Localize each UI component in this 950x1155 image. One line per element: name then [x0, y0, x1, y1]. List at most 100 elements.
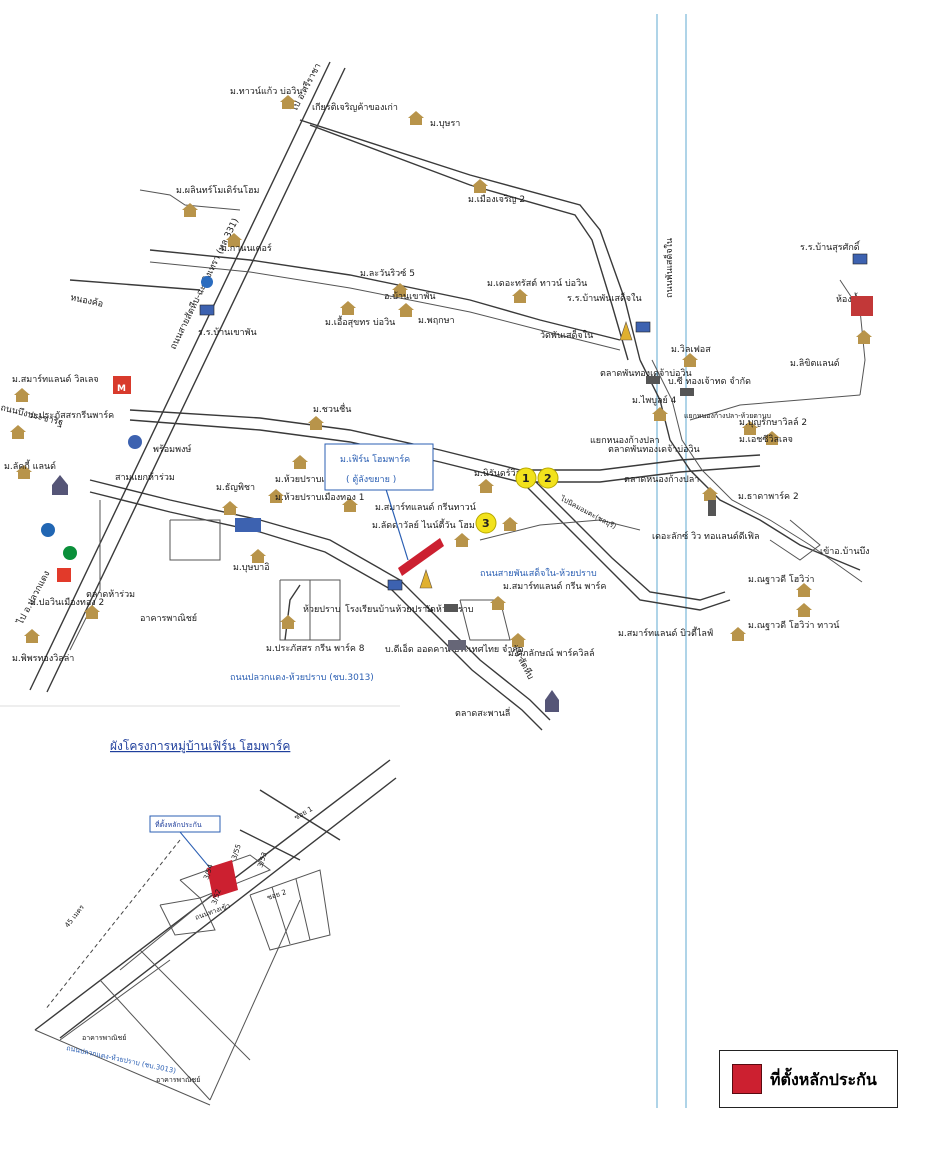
svg-text:2: 2 — [544, 472, 552, 485]
house-icon — [490, 596, 506, 610]
house-icon — [652, 407, 668, 421]
house-icon — [308, 416, 324, 430]
inset-road-label: ถนนปลวกแดง-ห้วยปราบ (ชบ.3013) — [66, 1044, 177, 1075]
inset-small-label: ซอย 2 — [266, 888, 287, 902]
village-label: ม.ลัคกี้ แลนด์ — [4, 459, 56, 472]
place-label: อ.บ้านเขาพัน — [384, 291, 436, 302]
village-label: ม.ห้วยปราบเมืองทอง 1 — [275, 492, 365, 503]
house-icon — [342, 498, 358, 512]
building-icon — [851, 296, 873, 316]
place-label: เกียรติเจริญค้าของเก่า — [312, 102, 398, 113]
house-icon — [478, 479, 494, 493]
village-label: ม.บุษบาอิ — [233, 562, 270, 573]
road-label-phan-north: ถนนพันเสด็จใน — [662, 238, 675, 298]
house-icon — [764, 431, 780, 445]
car-icon — [444, 604, 458, 612]
house-icon — [392, 283, 408, 297]
village-label: ม.ลัดดาวัลย์ ไนน์ตี้วัน โฮม — [372, 518, 475, 531]
village-label: ม.วิลเฟอส — [671, 344, 711, 355]
place-label: โรงเรียนบ้านห้วยปราบ — [345, 604, 433, 615]
village-label: ม.ปอวินเมืองทอง 2 — [30, 597, 104, 608]
inset-map: ผังโครงการหมู่บ้านเฟิร์น โฮมพาร์ค ที่ตั้… — [0, 705, 400, 1106]
legend-label: ที่ตั้งหลักประกัน — [770, 1070, 877, 1089]
village-label: ม.เอื้อสุขทร บ่อวิน — [325, 315, 395, 328]
village-label: ม.พฤกษา — [418, 316, 455, 326]
house-icon — [10, 425, 26, 439]
marker-3: 3 — [475, 512, 497, 534]
inset-title: ผังโครงการหมู่บ้านเฟิร์น โฮมพาร์ค — [110, 739, 290, 754]
village-label: ม.ศุภลักษณ์ พาร์ควิลล์ — [508, 647, 594, 659]
village-label: ม.เอชซีวิลเลจ — [739, 434, 793, 445]
factory-icon — [448, 640, 466, 650]
village-label: ม.สมาร์ทแลนด์ กรีนทาวน์ — [375, 501, 476, 513]
house-icon — [280, 615, 296, 629]
village-label: ม.กานนเตอร์ — [221, 242, 272, 254]
house-icon — [398, 303, 414, 317]
pavilion-icon — [52, 475, 68, 495]
place-label: ตลาดสะพานลี่ — [455, 706, 510, 719]
project-box-subtitle: ( ตู้ลังขยาย ) — [346, 474, 396, 485]
school-flag-icon — [387, 579, 403, 591]
project-box-title: ม.เฟิร์น โฮมพาร์ค — [340, 453, 410, 465]
house-icon — [856, 330, 872, 344]
village-label: ม.พิพรทองวิลล่า — [12, 653, 74, 664]
house-icon — [796, 603, 812, 617]
village-label: ม.ละวันริวซ์ 5 — [360, 267, 415, 279]
inset-distance-label: 45 เมตร — [63, 903, 86, 929]
car-icon — [680, 388, 694, 396]
place-label: แยกหนองก้างปลา — [590, 435, 660, 446]
village-label: ม.ลิขิตแลนด์ — [790, 357, 840, 369]
house-icon — [682, 353, 698, 367]
lot-label: 3/53 — [256, 851, 268, 868]
house-icon — [280, 95, 296, 109]
house-icon — [408, 111, 424, 125]
village-label: ม.สมาร์ทแลนด์ กรีน พาร์ค — [503, 580, 606, 592]
house-icon — [730, 627, 746, 641]
house-icon — [472, 179, 488, 193]
project-plot — [398, 538, 444, 576]
landmark-icons: M — [41, 253, 873, 712]
house-icon — [24, 629, 40, 643]
road-label-to-chonburi: เข้าอ.บ้านบึง — [820, 546, 870, 557]
canal — [656, 14, 687, 1108]
village-label: ม.ธัญพิชา — [216, 482, 255, 493]
house-icon — [292, 455, 308, 469]
highway-331 — [29, 61, 346, 693]
project-site: ม.เฟิร์น โฮมพาร์ค ( ตู้ลังขยาย ) — [324, 443, 444, 576]
water-drop-icon — [201, 276, 213, 288]
road-label-bueng: แยกหนองก้างปลา-ห้วยตานบ — [684, 412, 771, 420]
car-icon — [708, 500, 716, 516]
house-icon — [502, 517, 518, 531]
bank-icon — [41, 523, 55, 537]
house-icon — [268, 489, 284, 503]
marker-2: 2 — [537, 467, 559, 489]
house-icon — [454, 533, 470, 547]
car-icon — [646, 376, 660, 384]
village-label: ม.บุษรา — [430, 119, 460, 129]
house-icon — [84, 605, 100, 619]
place-label: บ.ซี ทองเจ้าทด จำกัด — [668, 376, 751, 387]
place-label: ร.ร.บ้านพันเสด็จใน — [567, 291, 642, 304]
school-flag-icon — [852, 253, 868, 265]
house-icon — [512, 289, 528, 303]
house-icon — [702, 487, 718, 501]
place-label: ร.ร.บ้านสุรศักดิ์ — [800, 240, 861, 253]
svg-text:M: M — [117, 384, 126, 394]
place-label: ตลาดพันทองเดจ้าบ่อวิน — [608, 444, 700, 455]
pavilion-icon — [545, 690, 559, 712]
place-label: ตลาดห้าร่วม — [86, 589, 135, 600]
village-label: ม.ณฐาวดี โฮวิว่า ทาวน์ — [748, 619, 840, 631]
school-flag-icon — [635, 321, 651, 333]
village-label: ม.เดอะทรัสต์ ทาวน์ บ่อวิน — [487, 277, 587, 289]
place-label: พร้อมพงษ์ — [153, 443, 192, 455]
place-label: อาคารพาณิชย์ — [140, 612, 197, 624]
place-label: ตลาดพันทองเดจ้าบ่อวิน — [600, 368, 692, 379]
village-icons — [10, 95, 872, 647]
inset-small-label: อาคารพาณิชย์ — [156, 1076, 200, 1084]
factory-icon — [235, 518, 261, 532]
inset-small-label: ซอย 1 — [293, 805, 314, 822]
pt-icon — [63, 546, 77, 560]
